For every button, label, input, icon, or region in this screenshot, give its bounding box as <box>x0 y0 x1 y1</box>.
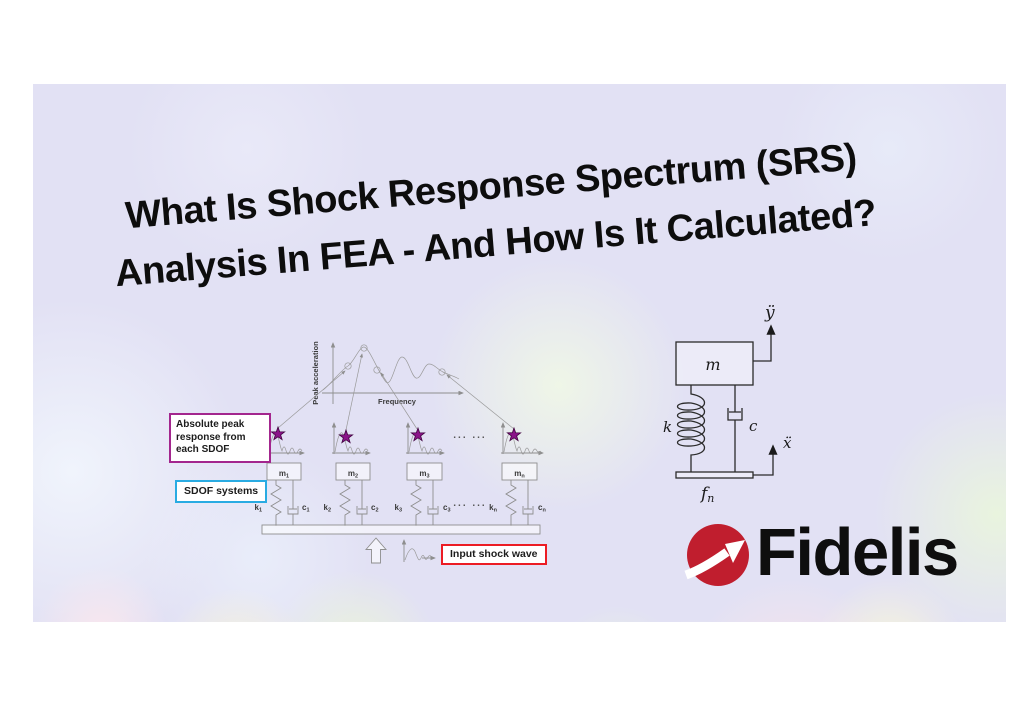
srs-summary-plot: Peak acceleration Frequency <box>311 341 464 406</box>
spring-coil <box>676 385 706 472</box>
arrow-circle-icon <box>684 524 749 586</box>
sdof-system-3: m3 k3 c3 <box>394 462 451 526</box>
srs-diagram: Peak acceleration Frequency <box>165 312 585 582</box>
mass-label: m2 <box>348 469 358 480</box>
sdof-schematic: ÿ m k c ẍ fn <box>655 298 805 508</box>
peak-star-icon <box>270 425 286 441</box>
mass-label: mn <box>514 469 525 480</box>
base-accel-arrow <box>753 444 778 476</box>
peak-marker-2 <box>360 344 368 352</box>
damper-label: cn <box>538 503 546 514</box>
input-arrow-icon <box>365 537 387 564</box>
base-plate <box>675 471 754 479</box>
peak-connector-arrows <box>277 353 515 431</box>
mass-label: m <box>705 355 720 374</box>
peak-marker-3 <box>373 366 381 374</box>
srs-diagram-canvas: Peak acceleration Frequency <box>254 341 546 564</box>
peak-marker-1 <box>344 362 352 370</box>
damper-label: c3 <box>443 503 451 514</box>
mass-block <box>675 341 754 386</box>
mass-label: m1 <box>279 469 289 480</box>
sdof-system-2: m2 k2 c2 <box>323 462 379 526</box>
fidelis-logo: Fidelis <box>683 515 959 590</box>
sdof-response-plots <box>265 422 544 456</box>
sdof-system-1: m1 k1 c1 <box>254 462 310 526</box>
response-accel-arrow <box>753 324 776 362</box>
natural-freq-label: fn <box>699 484 714 505</box>
spring-label: k3 <box>394 503 402 514</box>
ellipsis-top: ... ... <box>453 430 486 441</box>
srs-plot-ylabel: Peak acceleration <box>311 341 320 405</box>
peak-star-icon <box>338 428 354 444</box>
response-accel-label: ÿ <box>764 303 775 323</box>
base-accel-label: ẍ <box>783 434 792 452</box>
sdof-system-n: mn kn cn <box>489 462 546 526</box>
peak-marker-4 <box>438 368 446 376</box>
peak-star-icon <box>506 426 522 442</box>
peak-star-icon <box>410 426 426 442</box>
srs-curve <box>322 346 460 391</box>
background-panel <box>33 84 1006 622</box>
damper-label: c1 <box>302 503 310 514</box>
callout-sdof-systems: SDOF systems <box>175 480 268 504</box>
input-shock-plot <box>401 539 436 562</box>
callout-peak-response: Absolute peak response from each SDOF <box>169 413 271 463</box>
spring-label: k1 <box>254 503 262 514</box>
srs-plot-xlabel: Frequency <box>378 397 417 406</box>
damper <box>727 385 743 472</box>
callout-input-shock-wave: Input shock wave <box>441 544 547 566</box>
base-bar <box>261 524 541 535</box>
damper-label: c2 <box>371 503 379 514</box>
spring-label: k2 <box>323 503 331 514</box>
sdof-schematic-canvas: ÿ m k c ẍ fn <box>663 303 792 505</box>
damper-label: c <box>749 417 758 435</box>
mass-label: m3 <box>419 469 429 480</box>
spring-label: k <box>663 418 672 436</box>
ellipsis-bottom: ... ... <box>453 498 486 509</box>
brand-name: Fidelis <box>756 515 959 590</box>
spring-label: kn <box>489 503 497 514</box>
